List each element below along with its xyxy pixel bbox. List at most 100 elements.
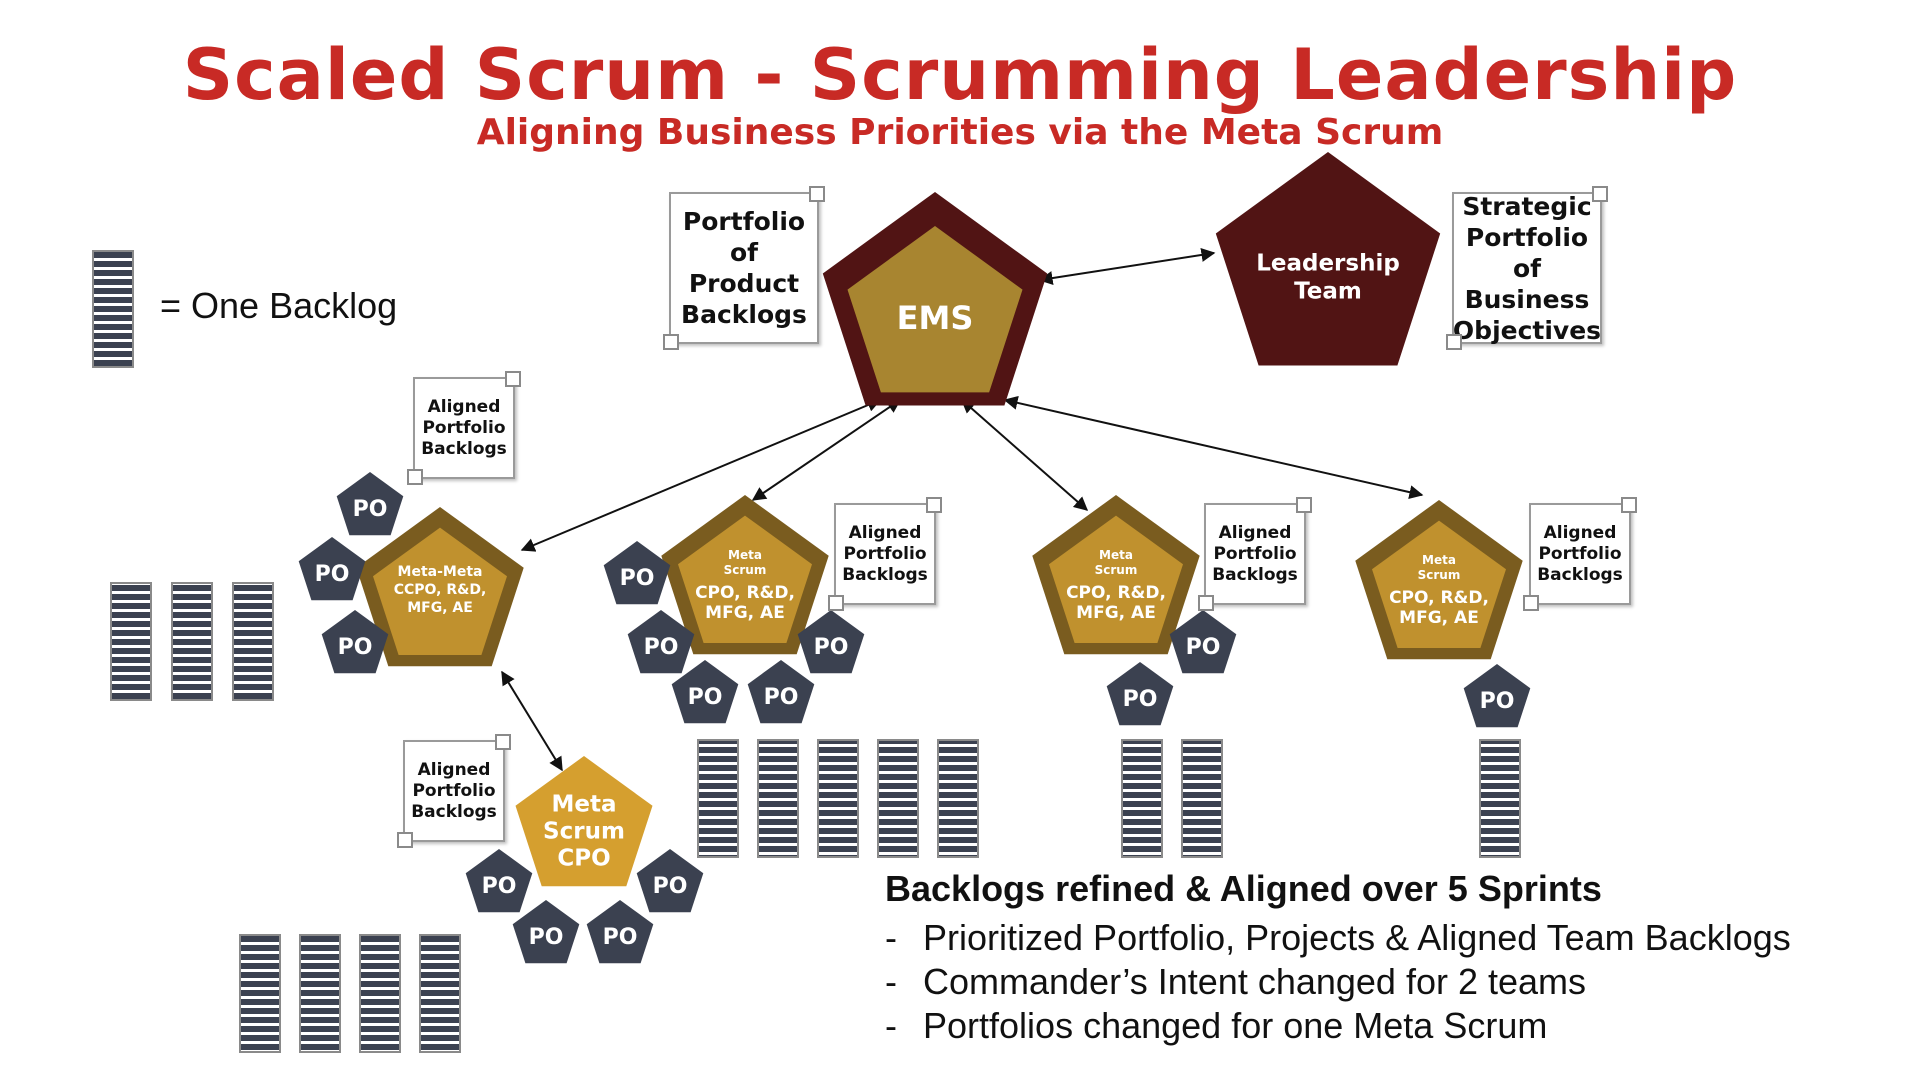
ems-node: EMS xyxy=(822,192,1048,406)
backlog-stack xyxy=(110,582,152,701)
backlog-stack xyxy=(1121,739,1163,858)
backlog-stack xyxy=(419,934,461,1053)
arrow-ems-leadership xyxy=(1038,248,1216,285)
po-label: PO xyxy=(688,685,723,710)
summary-bullet-text: Prioritized Portfolio, Projects & Aligne… xyxy=(923,917,1791,958)
po-pentagon xyxy=(586,900,654,964)
po-node: PO xyxy=(298,537,366,601)
po-node: PO xyxy=(336,472,404,536)
backlog-stack xyxy=(239,934,281,1053)
po-pentagon xyxy=(465,849,533,913)
po-pentagon xyxy=(636,849,704,913)
backlog-stack xyxy=(171,582,213,701)
note-strategic-text: Strategic Portfolio of Business Objectiv… xyxy=(1452,191,1602,345)
po-pentagon xyxy=(747,660,815,724)
summary-bullet: -Commander’s Intent changed for 2 teams xyxy=(885,960,1895,1004)
po-pentagon xyxy=(512,900,580,964)
po-label: PO xyxy=(1186,635,1221,660)
note-handle xyxy=(663,334,679,350)
po-node: PO xyxy=(636,849,704,913)
backlog-stack xyxy=(937,739,979,858)
backlog-groups xyxy=(92,250,1521,1053)
po-label: PO xyxy=(644,635,679,660)
po-label: PO xyxy=(315,562,350,587)
note-handle xyxy=(397,832,413,848)
note-aligned-backlogs-meta-cpo: Aligned Portfolio Backlogs xyxy=(397,734,511,848)
bullet-dash: - xyxy=(885,1005,897,1046)
po-node: PO xyxy=(1169,610,1237,674)
backlog-stack xyxy=(232,582,274,701)
po-pentagon xyxy=(1106,662,1174,726)
arrow-ems-meta-b xyxy=(960,399,1089,511)
meta-c-node-inner xyxy=(1372,520,1506,648)
note-handle xyxy=(1621,497,1637,513)
po-label: PO xyxy=(653,874,688,899)
po-node: PO xyxy=(1463,664,1531,728)
backlog-stack xyxy=(1479,739,1521,858)
arrow-ems-meta-a xyxy=(751,399,902,501)
po-node: PO xyxy=(627,610,695,674)
po-node: PO xyxy=(603,541,671,605)
note-strategic-portfolio: Strategic Portfolio of Business Objectiv… xyxy=(1446,186,1608,350)
summary-bullet-text: Commander’s Intent changed for 2 teams xyxy=(923,961,1587,1002)
po-label: PO xyxy=(1480,689,1515,714)
po-pentagon xyxy=(298,537,366,601)
po-pentagon xyxy=(671,660,739,724)
po-label: PO xyxy=(814,635,849,660)
note-aligned-backlogs-meta-c: Aligned Portfolio Backlogs xyxy=(1523,497,1637,611)
note-handle xyxy=(407,469,423,485)
po-label: PO xyxy=(529,925,564,950)
note-handle xyxy=(1446,334,1462,350)
note-aligned-backlogs-meta-meta: Aligned Portfolio Backlogs xyxy=(407,371,521,485)
po-node: PO xyxy=(465,849,533,913)
po-label: PO xyxy=(620,566,655,591)
note-handle xyxy=(809,186,825,202)
diagram-title: Scaled Scrum - Scrumming Leadership xyxy=(182,34,1738,116)
po-label: PO xyxy=(764,685,799,710)
note-handle xyxy=(926,497,942,513)
note-portfolio-product-text: Portfolio of Product Backlogs xyxy=(681,207,807,329)
po-pentagon xyxy=(627,610,695,674)
meta-meta-node-inner xyxy=(373,527,507,655)
note-handle xyxy=(1198,595,1214,611)
po-label: PO xyxy=(603,925,638,950)
note-aligned-backlogs-meta-b: Aligned Portfolio Backlogs xyxy=(1198,497,1312,611)
backlog-stack xyxy=(757,739,799,858)
summary-heading: Backlogs refined & Aligned over 5 Sprint… xyxy=(885,868,1602,909)
meta-cpo-pentagon xyxy=(515,756,653,887)
summary-bullet-text: Portfolios changed for one Meta Scrum xyxy=(923,1005,1548,1046)
note-aligned-text: Aligned Portfolio Backlogs xyxy=(411,759,497,822)
legend-label: = One Backlog xyxy=(160,285,398,326)
po-label: PO xyxy=(1123,687,1158,712)
po-node: PO xyxy=(586,900,654,964)
po-node: PO xyxy=(747,660,815,724)
leadership-pentagon xyxy=(1215,152,1441,366)
backlog-stack xyxy=(1181,739,1223,858)
note-aligned-text: Aligned Portfolio Backlogs xyxy=(842,522,928,585)
meta-b-node-inner xyxy=(1049,515,1183,643)
bullet-dash: - xyxy=(885,961,897,1002)
summary-bullet: -Portfolios changed for one Meta Scrum xyxy=(885,1004,1895,1048)
note-handle xyxy=(1592,186,1608,202)
meta-scrum-roles-label: CPO, R&D,MFG, AE xyxy=(1389,588,1489,628)
po-pentagon xyxy=(603,541,671,605)
backlog-stack xyxy=(92,250,134,368)
po-node: PO xyxy=(797,610,865,674)
summary-bullet: -Prioritized Portfolio, Projects & Align… xyxy=(885,916,1895,960)
note-aligned-text: Aligned Portfolio Backlogs xyxy=(421,396,507,459)
backlog-stack xyxy=(359,934,401,1053)
backlog-stack xyxy=(877,739,919,858)
note-handle xyxy=(1296,497,1312,513)
